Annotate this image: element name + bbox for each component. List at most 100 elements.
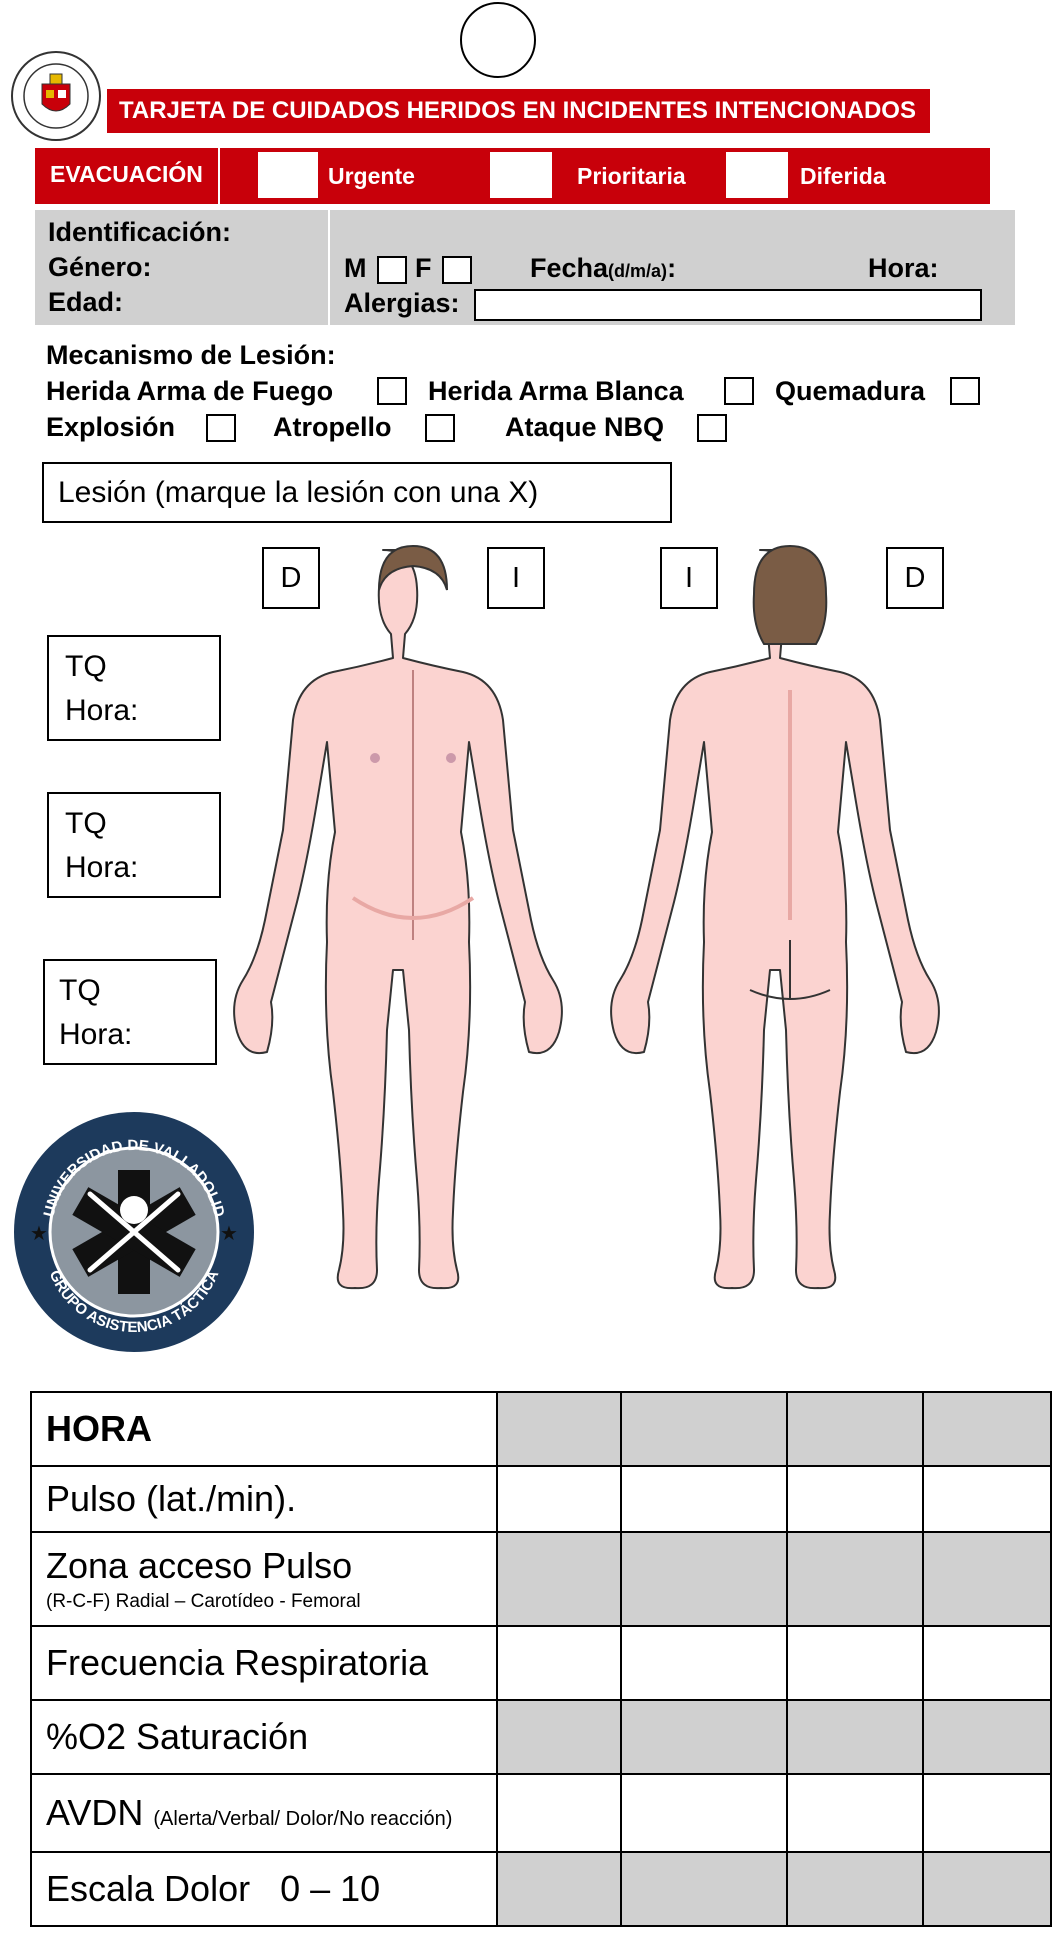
tourniquet-label: TQ (65, 650, 107, 683)
vitals-cell[interactable] (786, 1465, 924, 1533)
mechanism-explosion-checkbox[interactable] (206, 414, 236, 442)
vitals-cell[interactable] (922, 1391, 1052, 1467)
patient-info-divider (328, 210, 330, 325)
vitals-row-label: Zona acceso Pulso(R-C-F) Radial – Carotí… (30, 1531, 498, 1627)
vitals-cell[interactable] (786, 1773, 924, 1853)
vitals-cell[interactable] (496, 1625, 622, 1701)
back-left-side-label: I (660, 547, 718, 609)
vitals-cell[interactable] (922, 1531, 1052, 1627)
evacuation-label: EVACUACIÓN (50, 161, 203, 187)
mechanism-title: Mecanismo de Lesión: (46, 340, 336, 370)
mechanism-nbc-checkbox[interactable] (697, 414, 727, 442)
date-format-hint: (d/m/a) (608, 261, 668, 281)
evacuation-deferred-label: Diferida (800, 163, 886, 189)
vitals-cell[interactable] (922, 1851, 1052, 1927)
evacuation-urgent-label: Urgente (328, 163, 415, 189)
vitals-cell[interactable] (620, 1531, 788, 1627)
allergies-field[interactable] (474, 289, 982, 321)
vitals-cell[interactable] (620, 1391, 788, 1467)
evacuation-deferred-checkbox[interactable] (726, 152, 788, 198)
evacuation-priority-label: Prioritaria (577, 163, 686, 189)
vitals-row-label: Escala Dolor 0 – 10 (30, 1851, 498, 1927)
vitals-cell[interactable] (620, 1699, 788, 1775)
vitals-cell[interactable] (620, 1465, 788, 1533)
vitals-cell[interactable] (620, 1851, 788, 1927)
punch-hole-circle (460, 2, 536, 78)
body-back-figure[interactable] (600, 520, 980, 1385)
date-label-text: Fecha (530, 253, 609, 283)
badge-star-right-icon: ★ (220, 1223, 238, 1245)
badge-star-left-icon: ★ (30, 1223, 48, 1245)
table-row: HORA (30, 1391, 1052, 1467)
table-row: Escala Dolor 0 – 10 (30, 1851, 1052, 1927)
vitals-cell[interactable] (922, 1699, 1052, 1775)
vitals-row-label: HORA (30, 1391, 498, 1467)
male-checkbox[interactable] (377, 256, 407, 284)
mechanism-firearm-checkbox[interactable] (377, 377, 407, 405)
tourniquet-box-3[interactable]: TQ Hora: (43, 959, 217, 1065)
tourniquet-time-label: Hora: (65, 694, 139, 727)
body-front-figure[interactable] (225, 520, 605, 1385)
time-label: Hora: (868, 253, 939, 283)
tourniquet-box-2[interactable]: TQ Hora: (47, 792, 221, 898)
front-left-side-label: I (487, 547, 545, 609)
tourniquet-time-label: Hora: (65, 851, 139, 884)
injury-instruction-box: Lesión (marque la lesión con una X) (42, 462, 672, 523)
mechanism-knife-label: Herida Arma Blanca (428, 376, 684, 406)
allergies-label: Alergias: (344, 288, 460, 318)
mechanism-knife-checkbox[interactable] (724, 377, 754, 405)
vitals-row-sublabel: (R-C-F) Radial – Carotídeo - Femoral (46, 1591, 361, 1612)
date-label-colon: : (667, 253, 677, 283)
mechanism-explosion-label: Explosión (46, 412, 176, 442)
evacuation-urgent-checkbox[interactable] (258, 152, 318, 198)
front-right-side-label: D (262, 547, 320, 609)
university-seal-logo (11, 51, 101, 141)
vitals-row-sublabel: (Alerta/Verbal/ Dolor/No reacción) (153, 1808, 453, 1830)
tourniquet-time-label: Hora: (59, 1018, 133, 1051)
female-checkbox[interactable] (442, 256, 472, 284)
mechanism-hit-by-vehicle-checkbox[interactable] (425, 414, 455, 442)
vitals-cell[interactable] (786, 1699, 924, 1775)
vitals-row-label: Frecuencia Respiratoria (30, 1625, 498, 1701)
vitals-row-label: %O2 Saturación (30, 1699, 498, 1775)
gender-label: Género: (48, 252, 152, 282)
identification-label: Identificación: (48, 217, 232, 247)
mechanism-firearm-label: Herida Arma de Fuego (46, 376, 334, 406)
vitals-cell[interactable] (786, 1851, 924, 1927)
tourniquet-label: TQ (59, 974, 101, 1007)
table-row: Zona acceso Pulso(R-C-F) Radial – Carotí… (30, 1531, 1052, 1627)
vitals-cell[interactable] (786, 1625, 924, 1701)
table-row: %O2 Saturación (30, 1699, 1052, 1775)
vitals-cell[interactable] (496, 1465, 622, 1533)
tourniquet-box-1[interactable]: TQ Hora: (47, 635, 221, 741)
date-label: Fecha(d/m/a): (530, 253, 676, 284)
back-right-side-label: D (886, 547, 944, 609)
vitals-cell[interactable] (922, 1773, 1052, 1853)
mechanism-hit-by-vehicle-label: Atropello (273, 412, 392, 442)
vitals-cell[interactable] (496, 1773, 622, 1853)
age-label: Edad: (48, 287, 124, 317)
vitals-cell[interactable] (496, 1699, 622, 1775)
male-label: M (344, 253, 367, 283)
tactical-assistance-badge-logo: UNIVERSIDAD DE VALLADOLID GRUPO ASISTENC… (14, 1112, 254, 1352)
vitals-cell[interactable] (922, 1465, 1052, 1533)
table-row: Pulso (lat./min). (30, 1465, 1052, 1533)
vitals-cell[interactable] (496, 1851, 622, 1927)
vitals-cell[interactable] (786, 1531, 924, 1627)
vitals-cell[interactable] (620, 1773, 788, 1853)
card-title-bar: TARJETA DE CUIDADOS HERIDOS EN INCIDENTE… (107, 89, 930, 133)
female-label: F (415, 253, 432, 283)
tourniquet-label: TQ (65, 807, 107, 840)
mechanism-nbc-label: Ataque NBQ (505, 412, 665, 442)
vitals-cell[interactable] (922, 1625, 1052, 1701)
vitals-cell[interactable] (620, 1625, 788, 1701)
evacuation-divider (218, 148, 220, 204)
vitals-cell[interactable] (496, 1391, 622, 1467)
evacuation-priority-checkbox[interactable] (490, 152, 552, 198)
vitals-row-label: Pulso (lat./min). (30, 1465, 498, 1533)
vitals-cell[interactable] (786, 1391, 924, 1467)
mechanism-burn-checkbox[interactable] (950, 377, 980, 405)
injury-instruction-label: Lesión (marque la lesión con una X) (58, 476, 539, 509)
mechanism-burn-label: Quemadura (775, 376, 926, 406)
vitals-cell[interactable] (496, 1531, 622, 1627)
